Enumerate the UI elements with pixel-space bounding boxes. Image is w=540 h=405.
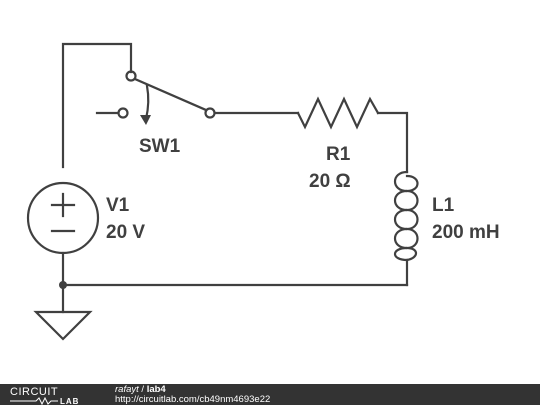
switch-terminal-top bbox=[125, 70, 137, 82]
footer-url[interactable]: http://circuitlab.com/cb49nm4693e22 bbox=[115, 394, 271, 405]
wire-top-left bbox=[61, 42, 133, 169]
source-circle bbox=[26, 181, 100, 255]
resistor-name-label: R1 bbox=[326, 144, 351, 165]
resistor-value-label: 20 Ω bbox=[309, 171, 351, 192]
switch-arrow-arc bbox=[144, 84, 150, 121]
wire-resistor-to-inductor bbox=[376, 111, 409, 174]
footer-circuit-title[interactable]: lab4 bbox=[146, 384, 166, 395]
voltage-source-v1 bbox=[26, 181, 100, 255]
source-name-label: V1 bbox=[106, 195, 130, 216]
wires bbox=[61, 42, 409, 314]
footer-credit: rafayt / lab4 http://circuitlab.com/cb49… bbox=[115, 385, 270, 405]
junction-dot bbox=[59, 281, 67, 289]
switch-blade bbox=[133, 77, 208, 112]
switch-arrow-head bbox=[140, 115, 151, 125]
circuit-schematic: SW1 R1 20 Ω V1 20 V L1 200 mH bbox=[26, 42, 500, 341]
ground-symbol bbox=[33, 310, 93, 341]
inductor-value-label: 200 mH bbox=[432, 222, 500, 243]
switch-label: SW1 bbox=[139, 136, 181, 157]
footer-separator: / bbox=[138, 384, 147, 395]
source-plus bbox=[50, 192, 76, 218]
switch-terminal-right bbox=[204, 107, 216, 119]
footer-user-link[interactable]: rafayt bbox=[115, 384, 139, 395]
inductor-name-label: L1 bbox=[432, 195, 455, 216]
logo-text-bottom: LAB bbox=[60, 397, 79, 405]
logo-circuit-line-icon bbox=[10, 396, 58, 405]
logo-text-top: CIRCUIT bbox=[10, 386, 58, 398]
inductor-l1 bbox=[393, 170, 409, 262]
switch-terminal-left bbox=[117, 107, 129, 119]
inductor-coil-right bbox=[405, 174, 419, 262]
source-value-label: 20 V bbox=[106, 222, 145, 243]
resistor-r1 bbox=[296, 96, 380, 130]
circuitlab-logo[interactable]: CIRCUIT LAB bbox=[10, 385, 110, 405]
footer-owner-line: rafayt / lab4 bbox=[115, 385, 270, 395]
footer-bar: CIRCUIT LAB rafayt / lab4 http://circuit… bbox=[0, 384, 540, 405]
switch-sw1 bbox=[95, 70, 216, 125]
